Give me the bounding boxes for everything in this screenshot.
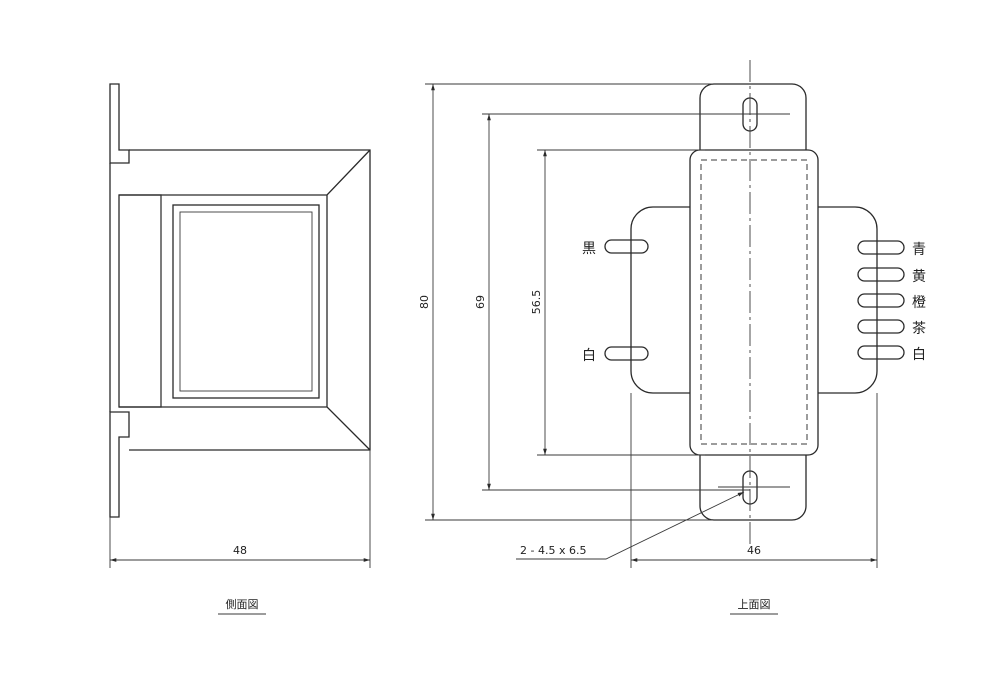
- wire-label-orange: 橙: [912, 295, 926, 311]
- side-core-inner: [179, 211, 313, 392]
- side-bracket-bottom: [109, 411, 130, 518]
- top-coil-dashed-outline: [700, 159, 808, 445]
- wire-lead: [857, 267, 905, 282]
- wire-label-brown: 茶: [912, 321, 926, 337]
- top-coil: [689, 149, 819, 456]
- wire-lead: [604, 239, 649, 254]
- wire-lead: [857, 293, 905, 308]
- hole-leader-line: [516, 491, 745, 560]
- right-wire-group: 青 黄 橙 茶 白: [857, 240, 926, 363]
- side-width-dimension: 48: [233, 544, 247, 557]
- side-view: 48 側面図: [109, 83, 371, 615]
- wire-label-blue: 青: [912, 242, 926, 258]
- hole-note: 2 - 4.5 x 6.5: [520, 544, 586, 557]
- side-core-outer: [172, 204, 320, 399]
- wire-lead: [857, 240, 905, 255]
- height-dimension-69: 69: [474, 295, 487, 309]
- wire-label-white-left: 白: [582, 348, 596, 364]
- height-dimension-80: 80: [418, 295, 431, 309]
- top-view: 黒 白 青 黄 橙 茶 白 80 69 56.5: [418, 60, 926, 615]
- wire-label-yellow: 黄: [912, 268, 926, 285]
- wire-lead: [857, 345, 905, 360]
- wire-label-white-right: 白: [912, 347, 926, 363]
- left-wire-group: 黒 白: [582, 239, 649, 364]
- wire-lead: [857, 319, 905, 334]
- side-body-outline: [109, 149, 371, 451]
- width-dimension-46: 46: [747, 544, 761, 557]
- height-dimension-56-5: 56.5: [530, 290, 543, 315]
- top-view-caption: 上面図: [738, 598, 771, 611]
- side-bracket-top: [109, 83, 130, 164]
- wire-label-black: 黒: [582, 241, 596, 257]
- wire-lead: [604, 346, 649, 361]
- side-view-caption: 側面図: [226, 598, 259, 611]
- side-coil: [118, 194, 162, 408]
